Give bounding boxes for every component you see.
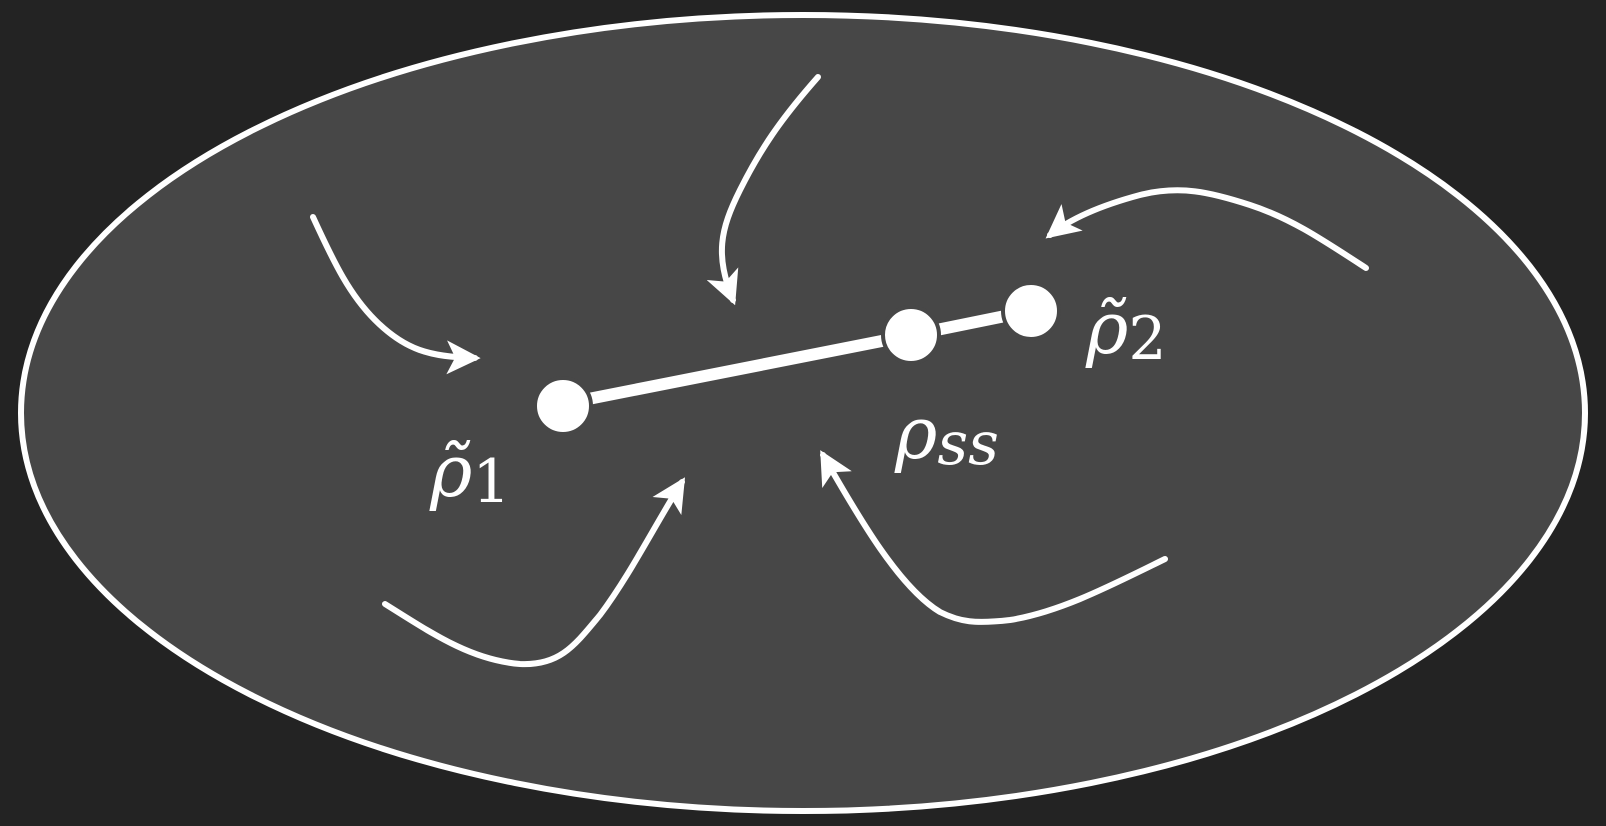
fixed-point-segment-left: [557, 330, 913, 410]
flow-arrow-icon-top-left: [310, 214, 481, 375]
label-rhoss-subscript: ss: [937, 409, 999, 479]
label-rho2-subscript: 2: [1128, 304, 1166, 374]
label-rhoss: ρss: [894, 391, 999, 479]
label-rho1-symbol: ρ̃: [429, 429, 472, 513]
label-rho2: ρ̃2: [1085, 286, 1167, 374]
flow-arrow-icon-top-right: [1045, 187, 1369, 271]
point-icon-rhoss: [881, 305, 941, 365]
label-rho1-subscript: 1: [472, 447, 510, 517]
point-icon-rho1: [533, 376, 593, 436]
label-rhoss-symbol: ρ: [894, 391, 937, 475]
state-space-region: [18, 12, 1588, 814]
point-icon-rho2: [1001, 281, 1061, 341]
flow-arrow-icon-bottom-left: [382, 477, 686, 668]
label-rho1: ρ̃1: [429, 429, 511, 517]
flow-arrow-icon-top-center: [706, 74, 821, 306]
label-rho2-symbol: ρ̃: [1085, 286, 1128, 370]
flow-arrow-icon-bottom-right: [820, 450, 1168, 625]
